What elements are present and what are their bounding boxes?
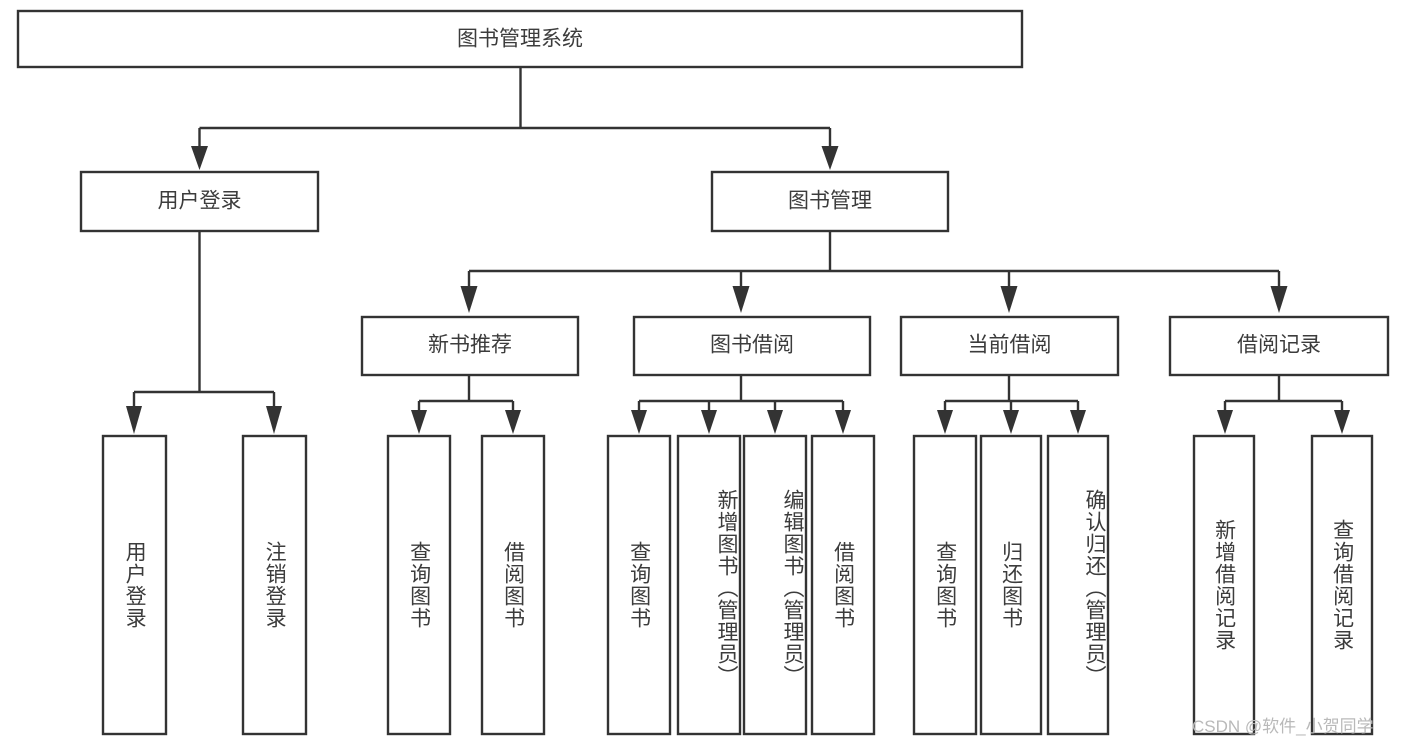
node-label-current-borrow: 当前借阅: [968, 334, 1052, 357]
arrow-head-br-leaf-1: [1217, 410, 1233, 434]
arrow-head-bb-leaf-3: [767, 410, 783, 434]
node-box-current-borrow[interactable]: [899, 315, 1120, 377]
leaf-box-cb-confirm-return[interactable]: [1046, 434, 1110, 736]
node-label-book-borrow: 图书借阅: [710, 334, 794, 357]
arrow-head-current-borrow: [1000, 286, 1018, 313]
arrow-head-cb-leaf-1: [937, 410, 953, 434]
connector-group-root: [191, 67, 839, 170]
node-label-book-manage: 图书管理: [788, 190, 872, 213]
watermark-text: CSDN @软件_小贺同学: [1192, 717, 1374, 736]
node-box-user-login[interactable]: [79, 170, 320, 233]
connector-group-new-book-recommend: [411, 375, 521, 434]
leaf-box-nbr-borrow-book[interactable]: [480, 434, 546, 736]
arrow-head-bb-leaf-4: [835, 410, 851, 434]
connector-group-borrow-record: [1217, 375, 1350, 434]
leaf-box-bb-borrow-book[interactable]: [810, 434, 876, 736]
connector-group-current-borrow: [937, 375, 1086, 434]
arrow-head-leaf-user-login: [126, 406, 142, 434]
leaf-box-bb-add-book[interactable]: [676, 434, 742, 736]
arrow-head-leaf-logout: [266, 406, 282, 434]
arrow-head-bb-leaf-1: [631, 410, 647, 434]
arrow-head-nbr-leaf-2: [505, 410, 521, 434]
arrow-head-br-leaf-2: [1334, 410, 1350, 434]
arrow-head-book-manage: [821, 146, 839, 170]
leaf-box-bb-edit-book[interactable]: [742, 434, 808, 736]
arrow-head-cb-leaf-2: [1003, 410, 1019, 434]
leaf-box-user-login-logout[interactable]: [241, 434, 308, 736]
arrow-head-book-borrow: [732, 286, 750, 313]
leaf-box-user-login-login[interactable]: [101, 434, 168, 736]
leaf-box-nbr-query-book[interactable]: [386, 434, 452, 736]
connector-group-user-login: [126, 231, 282, 434]
arrow-head-new-book-recommend: [460, 286, 478, 313]
node-label-borrow-record: 借阅记录: [1237, 334, 1321, 357]
node-label-new-book-recommend: 新书推荐: [428, 334, 512, 357]
node-box-book-manage[interactable]: [710, 170, 950, 233]
leaf-box-br-query-record[interactable]: [1310, 434, 1374, 736]
connector-group-book-borrow: [631, 375, 851, 434]
node-label-user-login: 用户登录: [158, 190, 242, 213]
arrow-head-user-login: [191, 146, 208, 170]
leaf-box-cb-return-book[interactable]: [979, 434, 1043, 736]
node-box-book-borrow[interactable]: [632, 315, 872, 377]
arrow-head-nbr-leaf-1: [411, 410, 427, 434]
leaf-box-bb-query-book[interactable]: [606, 434, 672, 736]
arrow-head-cb-leaf-3: [1070, 410, 1086, 434]
node-box-borrow-record[interactable]: [1168, 315, 1390, 377]
leaf-box-br-add-record[interactable]: [1192, 434, 1256, 736]
connector-group-book-manage: [460, 231, 1288, 313]
node-box-new-book-recommend[interactable]: [360, 315, 580, 377]
node-box-root[interactable]: [16, 9, 1024, 69]
arrow-head-bb-leaf-2: [701, 410, 717, 434]
leaf-box-cb-query-book[interactable]: [912, 434, 978, 736]
arrow-head-borrow-record: [1270, 286, 1288, 313]
node-label-root: 图书管理系统: [457, 28, 583, 51]
